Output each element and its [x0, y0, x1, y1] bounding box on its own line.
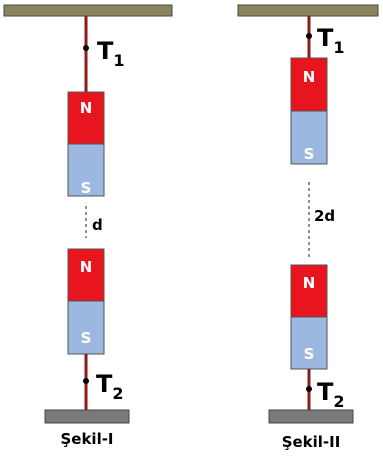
tension-label-2-top: T1: [317, 24, 345, 57]
tension-label-2-bottom: T2: [317, 378, 345, 411]
south-pole-2-upper: [290, 110, 328, 165]
upper-magnet-2: N S: [290, 57, 328, 165]
north-label-1-lower: N: [80, 258, 93, 276]
figure-1: T1 N S d N S T2 Şekil-I: [3, 4, 173, 448]
distance-label-2: 2d: [314, 207, 335, 225]
lower-magnet-1: N S: [67, 248, 105, 355]
north-pole-1-lower: [67, 248, 105, 302]
caption-1: Şekil-I: [60, 430, 113, 448]
tension-point-2-top: [306, 33, 312, 39]
south-label-2-upper: S: [304, 145, 315, 163]
north-label-1-upper: N: [80, 99, 93, 117]
floor-2: [268, 409, 354, 424]
tension-point-2-bottom: [306, 386, 312, 392]
tension-point-1-bottom: [83, 378, 89, 384]
south-pole-1-upper: [67, 143, 105, 197]
caption-2: Şekil-II: [282, 433, 341, 451]
south-label-2-lower: S: [304, 345, 315, 363]
tension-label-1-bottom: T2: [96, 370, 124, 403]
ceiling-1: [3, 4, 173, 17]
tension-label-1-top: T1: [97, 37, 125, 70]
south-label-1-lower: S: [81, 329, 92, 347]
floor-1: [44, 409, 130, 424]
upper-magnet-1: N S: [67, 91, 105, 197]
north-pole-2-lower: [290, 264, 328, 318]
distance-label-1: d: [92, 216, 103, 234]
figure-2: T1 N S 2d N S T2 Şekil-II: [237, 4, 379, 451]
north-label-2-lower: N: [303, 274, 316, 292]
south-label-1-upper: S: [81, 179, 92, 197]
south-pole-2-lower: [290, 316, 328, 370]
lower-magnet-2: N S: [290, 264, 328, 370]
tension-point-1-top: [83, 45, 89, 51]
south-pole-1-lower: [67, 300, 105, 355]
ceiling-2: [237, 4, 379, 17]
north-label-2-upper: N: [303, 68, 316, 86]
